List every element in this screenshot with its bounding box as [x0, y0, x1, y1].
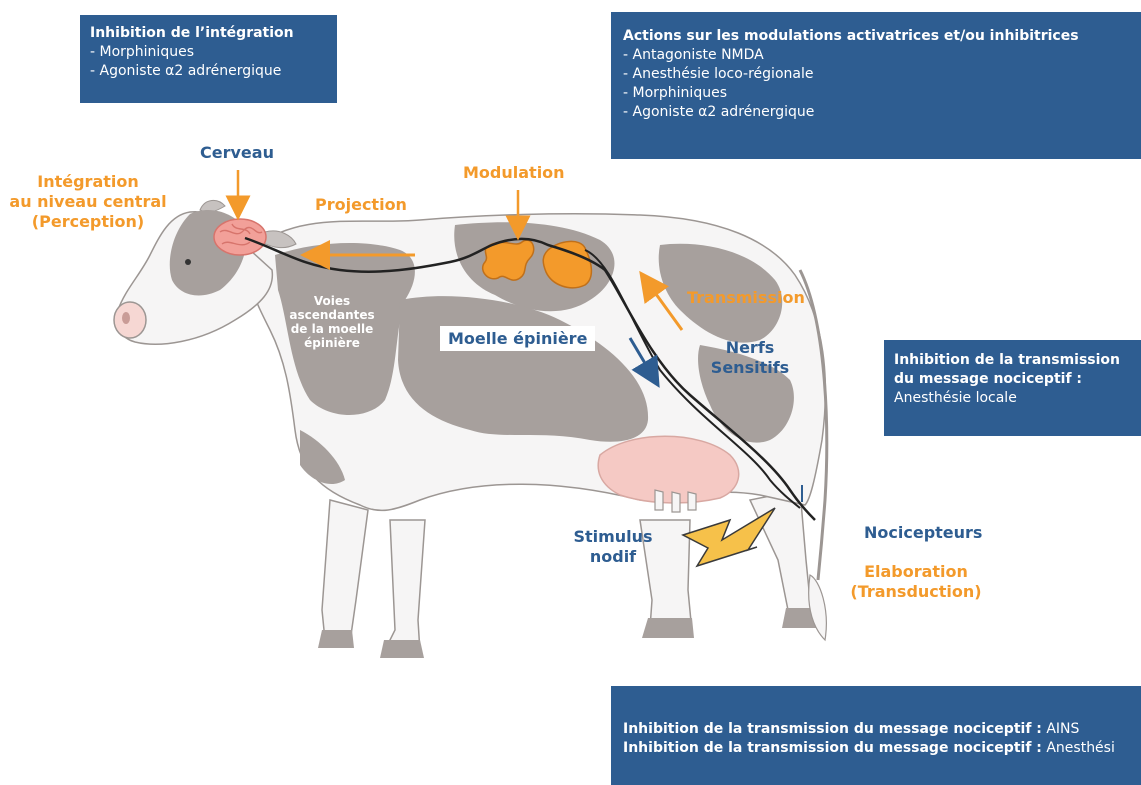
label-voies-ascendantes: Voies ascendantes de la moelle épinière	[282, 294, 382, 350]
label-nocicepteurs: Nocicepteurs	[864, 523, 982, 543]
lightning-icon	[683, 508, 775, 566]
box-row-bold: Inhibition de la transmission du message…	[623, 740, 1042, 756]
label-line: Voies	[282, 294, 382, 308]
box-title: du message nociceptif :	[894, 370, 1131, 389]
label-line: épinière	[282, 336, 382, 350]
box-line: - Antagoniste NMDA	[623, 46, 1129, 65]
label-cerveau: Cerveau	[200, 143, 274, 163]
box-row-text: AINS	[1042, 721, 1080, 737]
box-row: Inhibition de la transmission du message…	[623, 720, 1129, 739]
label-line: Stimulus	[568, 527, 658, 547]
cow-muzzle	[114, 302, 146, 338]
cow-legs	[322, 490, 812, 652]
label-line: Nerfs	[705, 338, 795, 358]
box-line: - Morphiniques	[90, 43, 327, 62]
label-line: ascendantes	[282, 308, 382, 322]
box-title: Inhibition de la transmission	[894, 351, 1131, 370]
label-integration: Intégration au niveau central (Perceptio…	[0, 172, 176, 232]
label-modulation: Modulation	[463, 163, 565, 183]
label-line: Sensitifs	[705, 358, 795, 378]
label-line: Elaboration	[846, 562, 986, 582]
box-actions-modulations: Actions sur les modulations activatrices…	[611, 12, 1141, 159]
label-stimulus: Stimulus nodif	[568, 527, 658, 567]
box-inhibition-transmission-local: Inhibition de la transmission du message…	[884, 340, 1141, 436]
label-line: (Transduction)	[846, 582, 986, 602]
box-row-text: Anesthési	[1042, 740, 1115, 756]
label-moelle-epiniere: Moelle épinière	[440, 326, 595, 351]
label-line: de la moelle	[282, 322, 382, 336]
label-line: (Perception)	[0, 212, 176, 232]
label-elaboration: Elaboration (Transduction)	[846, 562, 986, 602]
box-inhibition-transmission-bottom: Inhibition de la transmission du message…	[611, 686, 1141, 785]
label-transmission: Transmission	[687, 288, 805, 308]
box-title: Inhibition de l’intégration	[90, 24, 327, 43]
box-line: - Agoniste α2 adrénergique	[90, 62, 327, 81]
box-row-bold: Inhibition de la transmission du message…	[623, 721, 1042, 737]
label-line: au niveau central	[0, 192, 176, 212]
cow-udder	[598, 436, 739, 503]
box-row: Inhibition de la transmission du message…	[623, 739, 1129, 758]
label-line: Intégration	[0, 172, 176, 192]
box-line: - Anesthésie loco-régionale	[623, 65, 1129, 84]
label-nerfs-sensitifs: Nerfs Sensitifs	[705, 338, 795, 378]
box-line: Anesthésie locale	[894, 389, 1131, 408]
box-line: - Morphiniques	[623, 84, 1129, 103]
label-projection: Projection	[315, 195, 407, 215]
brain-icon	[214, 219, 266, 255]
box-line: - Agoniste α2 adrénergique	[623, 103, 1129, 122]
box-title: Actions sur les modulations activatrices…	[623, 27, 1129, 46]
label-line: nodif	[568, 547, 658, 567]
box-inhibition-integration: Inhibition de l’intégration - Morphiniqu…	[80, 15, 337, 103]
